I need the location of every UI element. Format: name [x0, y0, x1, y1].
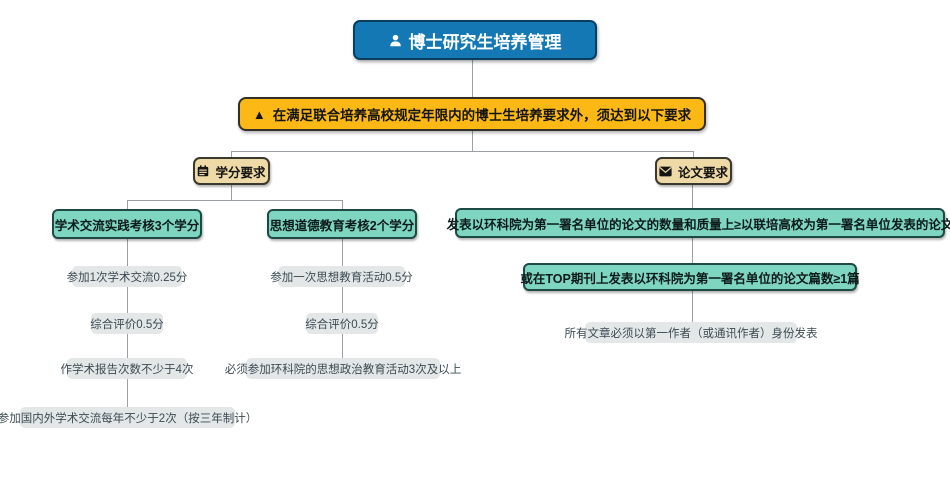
paper-rule-label: 或在TOP期刊上发表以环科院为第一署名单位的论文篇数≥1篇 — [520, 271, 860, 286]
paper-rule-node[interactable]: 或在TOP期刊上发表以环科院为第一署名单位的论文篇数≥1篇 — [520, 263, 860, 291]
connector-line — [693, 151, 694, 157]
envelope-icon — [659, 166, 672, 176]
credit-item-label: 综合评价0.5分 — [305, 318, 379, 331]
connector-line — [342, 239, 343, 266]
connector-line — [472, 131, 473, 151]
connector-line — [231, 151, 232, 157]
connector-line — [231, 185, 232, 200]
notice-label: 在满足联合培养高校规定年限内的博士生培养要求外，须达到以下要求 — [272, 108, 692, 123]
connector-line — [127, 200, 342, 201]
connector-line — [692, 291, 693, 322]
connector-line — [127, 379, 128, 407]
root-label: 博士研究生培养管理 — [408, 32, 562, 52]
calendar-icon — [198, 165, 209, 177]
root-node[interactable]: 博士研究生培养管理 — [353, 20, 597, 60]
credit-item-label: 参加1次学术交流0.25分 — [66, 271, 188, 284]
connector-line — [127, 334, 128, 358]
credit-item-label: 作学术报告次数不少于4次 — [60, 363, 194, 376]
credit-group-academic-node[interactable]: 学术交流实践考核3个学分 — [52, 209, 202, 239]
connector-line — [342, 287, 343, 313]
warning-triangle-icon: ▲ — [252, 106, 266, 122]
credit-item-node[interactable]: 作学术报告次数不少于4次 — [61, 358, 193, 379]
paper-rule-note-node[interactable]: 所有文章必须以第一作者（或通讯作者）身份发表 — [565, 322, 818, 343]
credit-group-moral-node[interactable]: 思想道德教育考核2个学分 — [267, 209, 417, 239]
paper-rule-node[interactable]: 发表以环科院为第一署名单位的论文的数量和质量上≥以联培高校为第一署名单位发表的论… — [447, 208, 950, 238]
connector-line — [127, 239, 128, 266]
credit-item-node[interactable]: 参加国内外学术交流每年不少于2次（按三年制计） — [0, 407, 257, 428]
credit-group-academic-label: 学术交流实践考核3个学分 — [54, 218, 200, 233]
credit-item-label: 必须参加环科院的思想政治教育活动3次及以上 — [224, 363, 462, 376]
connector-line — [472, 60, 473, 97]
branch-credit-node[interactable]: 学分要求 — [193, 157, 270, 185]
connector-line — [127, 287, 128, 313]
credit-item-label: 综合评价0.5分 — [90, 318, 164, 331]
credit-item-node[interactable]: 参加一次思想教育活动0.5分 — [270, 266, 413, 287]
connector-line — [342, 334, 343, 358]
branch-paper-label: 论文要求 — [677, 165, 728, 180]
credit-item-node[interactable]: 参加1次学术交流0.25分 — [67, 266, 187, 287]
connector-line — [231, 151, 693, 152]
notice-node[interactable]: ▲ 在满足联合培养高校规定年限内的博士生培养要求外，须达到以下要求 — [238, 97, 706, 131]
branch-paper-node[interactable]: 论文要求 — [655, 157, 732, 185]
credit-item-label: 参加国内外学术交流每年不少于2次（按三年制计） — [0, 412, 258, 425]
paper-rule-label: 发表以环科院为第一署名单位的论文的数量和质量上≥以联培高校为第一署名单位发表的论… — [446, 217, 950, 232]
connector-line — [692, 238, 693, 263]
connector-line — [342, 200, 343, 209]
person-icon — [389, 34, 401, 46]
branch-credit-label: 学分要求 — [215, 165, 266, 180]
credit-item-label: 参加一次思想教育活动0.5分 — [270, 271, 413, 284]
connector-line — [127, 200, 128, 209]
credit-item-node[interactable]: 综合评价0.5分 — [305, 313, 379, 334]
credit-item-node[interactable]: 综合评价0.5分 — [90, 313, 164, 334]
credit-group-moral-label: 思想道德教育考核2个学分 — [269, 218, 415, 233]
connector-line — [692, 185, 693, 208]
paper-rule-note-label: 所有文章必须以第一作者（或通讯作者）身份发表 — [564, 327, 818, 340]
credit-item-node[interactable]: 必须参加环科院的思想政治教育活动3次及以上 — [225, 358, 461, 379]
